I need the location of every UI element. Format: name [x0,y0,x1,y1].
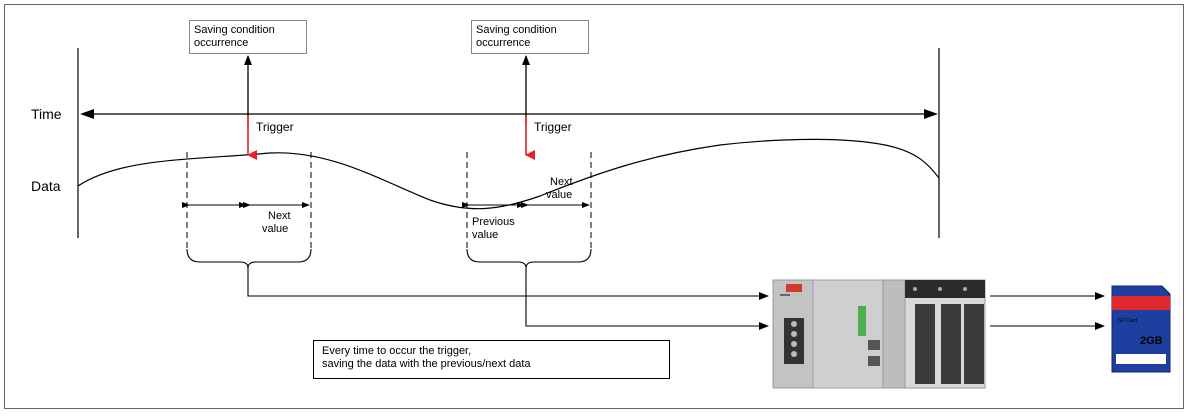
window-1-next-line2: value [262,223,291,236]
time-axis-right-arrowhead [924,109,938,119]
sd-card-icon: SD Card 2GB [1112,286,1170,372]
time-axis-left-arrowhead [80,109,94,119]
data-curve [78,139,939,208]
window-2-next-line2: value [546,189,573,202]
window-2-previous-line2: value [472,229,515,242]
connector-1-to-plc [248,268,768,296]
window-2-previous-value-label: Previous value [472,216,515,242]
time-axis-label: Time [31,106,62,122]
trigger-label-2: Trigger [534,120,572,134]
saving-condition-box-2: Saving condition occurrence [471,20,589,54]
saving-condition-2-line1: Saving condition [476,24,584,37]
window-2-previous-line1: Previous [472,216,515,229]
data-axis-label: Data [31,178,61,194]
sd-card-brand: SD Card [1118,318,1137,324]
saving-condition-1-line2: occurrence [194,37,302,50]
saving-condition-box-1: Saving condition occurrence [189,20,307,54]
saving-condition-2-line2: occurrence [476,37,584,50]
trigger-label-1: Trigger [256,120,294,134]
window-2-next-value-label: Next value [546,176,573,202]
brace-2 [467,249,591,268]
window-2-next-line1: Next [546,176,573,189]
plc-device [773,280,985,388]
brace-1 [187,249,311,268]
note-line-1: Every time to occur the trigger, [322,345,661,358]
sd-card-capacity: 2GB [1140,335,1163,347]
window-1-next-value-label: Next value [262,210,291,236]
window-1-next-line1: Next [262,210,291,223]
saving-condition-1-line1: Saving condition [194,24,302,37]
note-line-2: saving the data with the previous/next d… [322,358,661,371]
note-box: Every time to occur the trigger, saving … [313,340,670,379]
connector-2-to-plc [526,268,768,326]
